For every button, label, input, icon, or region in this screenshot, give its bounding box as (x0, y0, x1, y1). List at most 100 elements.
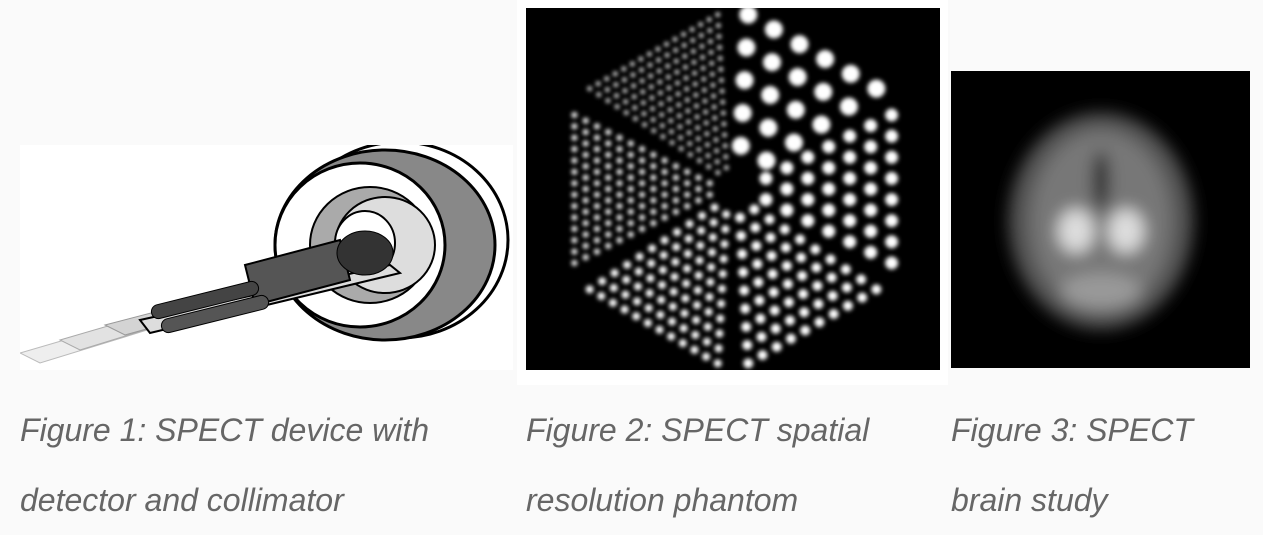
phantom-rod (825, 254, 836, 265)
phantom-rod (752, 259, 763, 270)
phantom-rod (753, 277, 764, 288)
phantom-rod (627, 163, 634, 170)
phantom-rod (698, 22, 703, 27)
phantom-rod (605, 140, 612, 147)
phantom-rod (841, 282, 852, 293)
phantom-rod (864, 119, 878, 133)
phantom-rod (681, 32, 686, 37)
phantom-rod (864, 224, 878, 238)
phantom-rod (605, 98, 611, 103)
phantom-rod (593, 180, 600, 187)
phantom-rod (678, 146, 684, 151)
phantom-rod (718, 269, 727, 278)
phantom-rod (647, 51, 652, 57)
phantom-rod (646, 274, 655, 283)
phantom-rod (616, 168, 623, 175)
phantom-rod (706, 164, 711, 169)
phantom-rod (674, 69, 680, 75)
phantom-rod (780, 203, 794, 217)
phantom-rod (655, 325, 664, 334)
phantom-rod (571, 168, 578, 175)
phantom-rod (627, 151, 634, 158)
phantom-rod (683, 64, 688, 70)
phantom-rod (885, 171, 899, 185)
spect-device-illustration (18, 140, 513, 370)
phantom-rod (672, 208, 679, 215)
phantom-rod (616, 157, 623, 164)
phantom-rod (822, 182, 836, 196)
phantom-rod (667, 332, 676, 341)
phantom-rod (660, 236, 669, 245)
phantom-rod (682, 279, 691, 288)
phantom-rod (682, 53, 688, 59)
phantom-rod (650, 208, 657, 215)
phantom-rod (782, 279, 793, 290)
phantom-rod (708, 39, 713, 44)
phantom-rod (717, 45, 722, 50)
phantom-rod (593, 237, 600, 244)
phantom-rod (639, 225, 646, 232)
phantom-rod (864, 182, 878, 196)
phantom-rod (571, 259, 578, 266)
phantom-rod (666, 74, 671, 80)
phantom-rod (707, 263, 716, 272)
phantom-rod (754, 295, 765, 306)
phantom-rod (716, 314, 725, 323)
phantom-rod (750, 222, 761, 233)
phantom-rod (707, 248, 716, 257)
phantom-rod (801, 171, 815, 185)
phantom-rod (841, 64, 860, 83)
phantom-rod (715, 12, 721, 17)
phantom-rod (658, 101, 664, 107)
phantom-rod (633, 116, 638, 121)
phantom-rod (605, 242, 612, 249)
phantom-rod (688, 152, 693, 157)
phantom-rod (656, 310, 665, 319)
phantom-rod (656, 68, 662, 74)
phantom-rod (623, 110, 629, 115)
phantom-rod (801, 193, 815, 207)
phantom-rod (705, 153, 711, 158)
phantom-rod (605, 186, 612, 192)
phantom-rod (627, 174, 634, 181)
phantom-rod (790, 35, 809, 54)
phantom-rod (684, 86, 689, 92)
phantom-rod (720, 99, 725, 105)
phantom-rod (696, 147, 702, 152)
phantom-rod (639, 191, 646, 198)
phantom-rod (669, 140, 675, 145)
phantom-rod (764, 214, 775, 225)
phantom-rod (582, 197, 589, 204)
phantom-rod (691, 330, 700, 339)
phantom-rod (679, 324, 688, 333)
phantom-rod (743, 358, 754, 369)
phantom-rod (605, 151, 612, 158)
phantom-rod (616, 237, 623, 244)
phantom-rod (713, 126, 718, 132)
phantom-rod (711, 93, 716, 99)
phantom-rod (706, 17, 712, 22)
phantom-rod (650, 220, 657, 227)
figure-3-caption-line2: brain study (951, 482, 1108, 518)
phantom-rod (672, 186, 679, 192)
phantom-rod (686, 130, 692, 136)
phantom-rod (675, 80, 680, 86)
phantom-rod (642, 122, 647, 127)
phantom-rod (843, 150, 857, 164)
phantom-rod (843, 129, 857, 143)
phantom-rod (650, 151, 657, 158)
phantom-rod (714, 148, 719, 154)
phantom-rod (610, 269, 619, 278)
phantom-rod (780, 182, 794, 196)
phantom-rod (631, 94, 637, 100)
phantom-rod (749, 204, 760, 215)
phantom-rod (715, 170, 721, 175)
phantom-rod (605, 208, 612, 215)
phantom-rod (659, 251, 668, 260)
phantom-rod (677, 113, 682, 119)
phantom-rod (717, 56, 723, 61)
phantom-rod (571, 248, 578, 255)
phantom-rod (648, 84, 654, 90)
phantom-rod (720, 240, 729, 249)
phantom-rod (633, 282, 642, 291)
